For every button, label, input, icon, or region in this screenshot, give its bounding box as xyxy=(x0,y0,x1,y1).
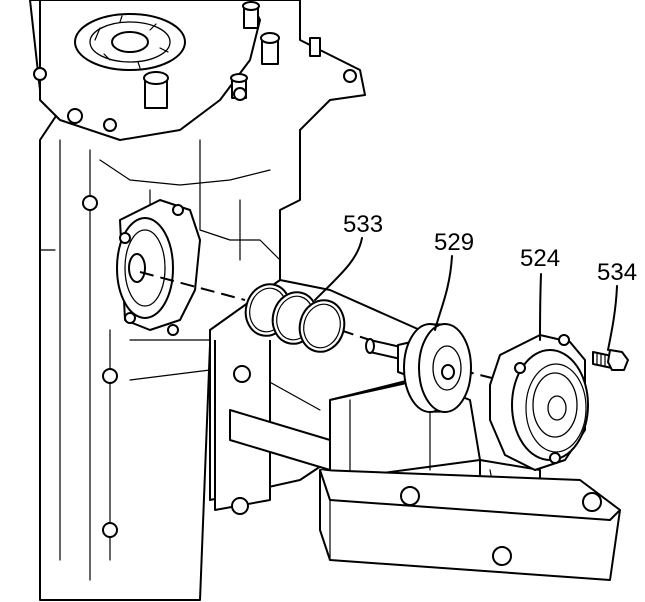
servo-piston-529 xyxy=(365,323,472,413)
servo-cover-524 xyxy=(489,334,589,471)
callout-labels: 533 529 524 534 xyxy=(343,211,637,286)
callout-524: 524 xyxy=(520,245,560,272)
case-bore-flange xyxy=(116,199,201,336)
callout-534: 534 xyxy=(597,259,637,286)
transmission-case xyxy=(29,0,366,601)
left-edge-bolts xyxy=(82,195,118,538)
leader-lines xyxy=(314,237,618,351)
callout-529: 529 xyxy=(434,229,474,256)
base-plate xyxy=(319,469,621,581)
case-bolts xyxy=(33,1,357,132)
seal-rings-533 xyxy=(244,283,346,353)
bolt-534 xyxy=(592,349,629,371)
callout-533: 533 xyxy=(343,211,383,238)
